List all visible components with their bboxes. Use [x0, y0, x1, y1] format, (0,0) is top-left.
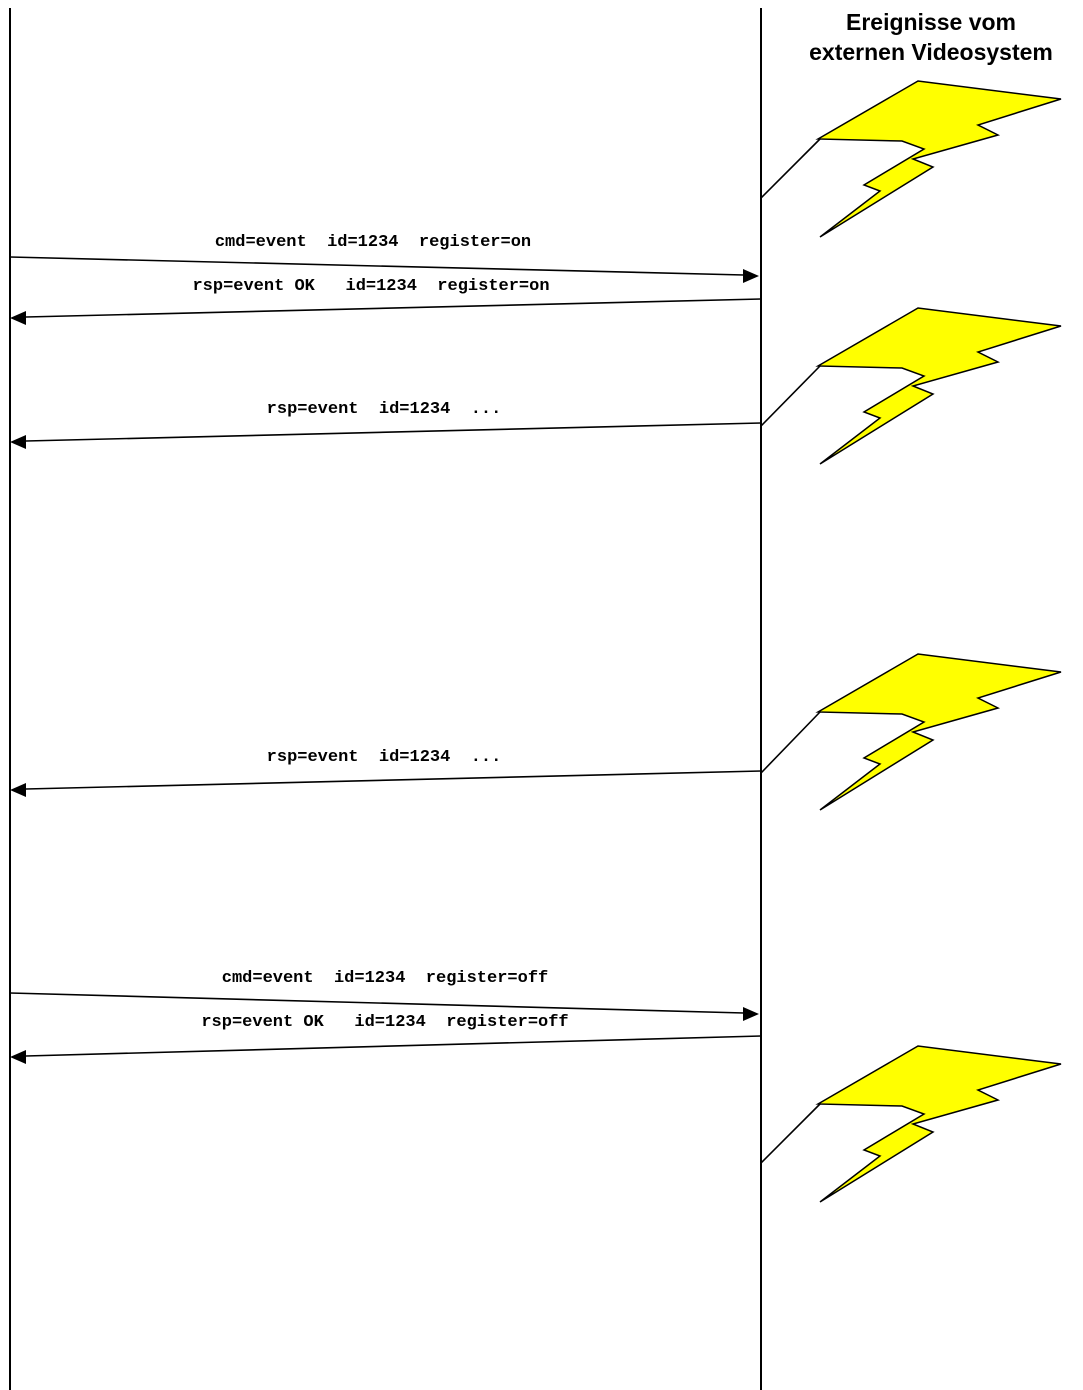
lightning-bolt-icon — [817, 80, 1062, 238]
message-rsp-event-2: rsp=event id=1234 ... — [10, 748, 762, 797]
arrowhead — [10, 311, 26, 325]
message-arrow — [9, 256, 745, 276]
message-label: rsp=event OK id=1234 register=off — [201, 1013, 568, 1032]
message-cmd-register-off: cmd=event id=1234 register=off — [9, 969, 759, 1021]
message-label: rsp=event OK id=1234 register=on — [192, 277, 549, 296]
bolt-connector — [760, 138, 821, 199]
lightning-bolt-icon — [817, 653, 1062, 811]
message-label: cmd=event id=1234 register=off — [222, 969, 548, 988]
bolt-connector — [760, 711, 821, 774]
message-arrow — [25, 770, 762, 790]
bolt-connector — [760, 1103, 821, 1164]
arrowhead — [743, 1007, 759, 1021]
message-cmd-register-on: cmd=event id=1234 register=on — [9, 233, 759, 283]
arrowhead — [10, 1050, 26, 1064]
message-label: rsp=event id=1234 ... — [267, 748, 502, 767]
message-arrow — [25, 422, 762, 442]
message-rsp-ok-register-on: rsp=event OK id=1234 register=on — [10, 277, 762, 325]
message-label: rsp=event id=1234 ... — [267, 400, 502, 419]
header-title-line-1: Ereignisse vom — [846, 9, 1016, 35]
message-arrow — [25, 298, 762, 318]
message-rsp-ok-register-off: rsp=event OK id=1234 register=off — [10, 1013, 762, 1064]
message-arrow — [9, 992, 745, 1014]
lightning-bolt-icon — [817, 307, 1062, 465]
bolt-connector — [760, 365, 821, 427]
lightning-bolt-icon — [817, 1045, 1062, 1203]
arrowhead — [743, 269, 759, 283]
arrowhead — [10, 435, 26, 449]
header-title-line-2: externen Videosystem — [809, 39, 1053, 65]
message-label: cmd=event id=1234 register=on — [215, 233, 531, 252]
message-arrow — [25, 1035, 762, 1057]
arrowhead — [10, 783, 26, 797]
message-rsp-event-1: rsp=event id=1234 ... — [10, 400, 762, 449]
